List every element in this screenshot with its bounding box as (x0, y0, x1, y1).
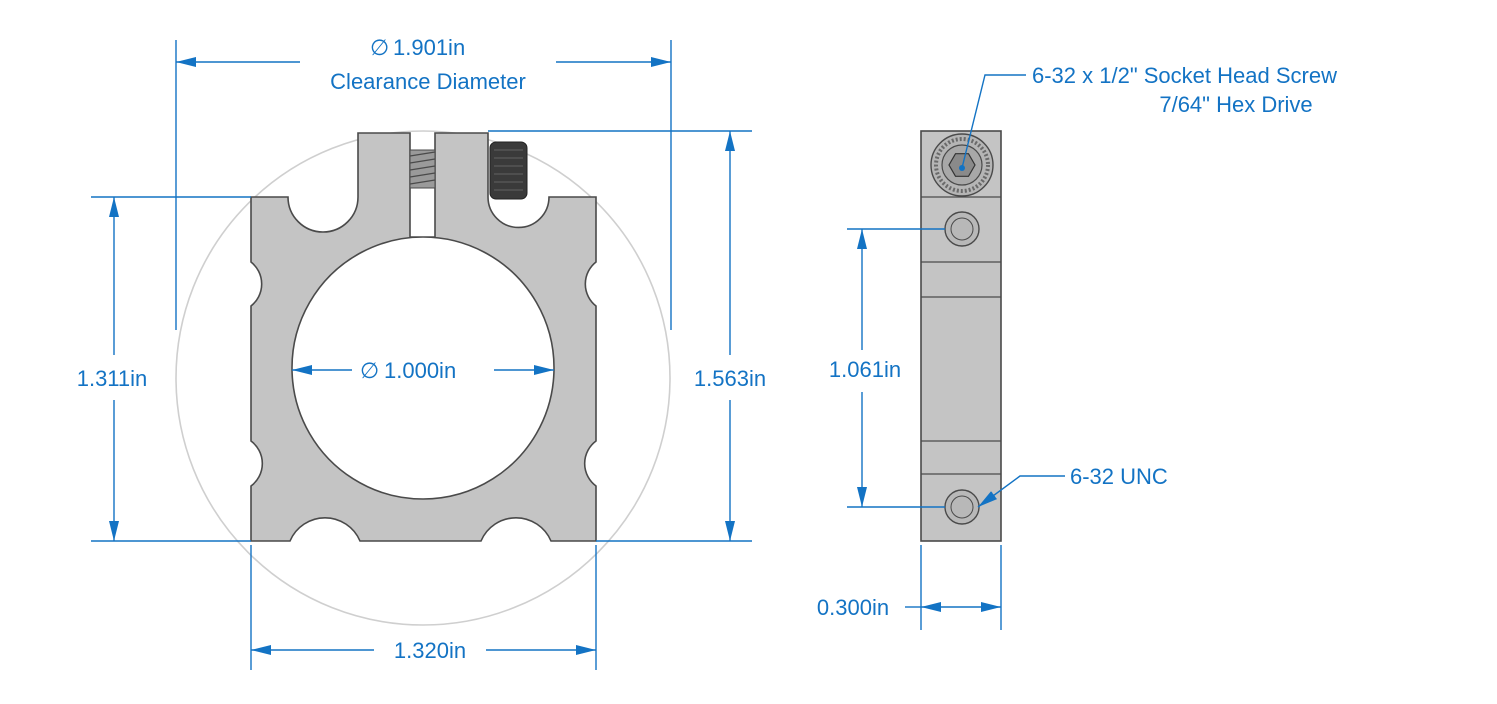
screw-callout-line2: 7/64" Hex Drive (1159, 92, 1312, 117)
bore-diameter-symbol: ∅ (360, 358, 379, 383)
dimension-hole-spacing: 1.061in (829, 228, 945, 508)
screw-callout: 6-32 x 1/2" Socket Head Screw 7/64" Hex … (961, 63, 1337, 169)
dimension-body-height: 1.311in (77, 196, 251, 542)
side-view-body (920, 130, 1002, 542)
socket-head-screw (489, 141, 528, 200)
thread-callout-text: 6-32 UNC (1070, 464, 1168, 489)
thickness-value: 0.300in (817, 595, 889, 620)
dimension-width: 1.320in (250, 545, 597, 670)
side-hole-top (944, 211, 980, 247)
body-height-value: 1.311in (77, 366, 148, 391)
dimension-overall-height: 1.563in (488, 130, 766, 542)
clearance-circle (175, 130, 671, 626)
bore-diameter-value: 1.000in (384, 358, 456, 383)
clamp-body (250, 132, 597, 542)
overall-height-value: 1.563in (694, 366, 766, 391)
thread-callout: 6-32 UNC (977, 464, 1168, 508)
side-hole-bottom (944, 489, 980, 525)
clearance-diameter-symbol: ∅ (370, 35, 389, 60)
width-value: 1.320in (394, 638, 466, 663)
screw-head-top-view (930, 133, 994, 197)
hole-spacing-value: 1.061in (829, 357, 901, 382)
clearance-diameter-label: Clearance Diameter (330, 69, 526, 94)
screw-callout-line1: 6-32 x 1/2" Socket Head Screw (1032, 63, 1337, 88)
dimension-bore-diameter: ∅ 1.000in (292, 358, 554, 383)
dimension-thickness: 0.300in (817, 545, 1002, 630)
dimension-clearance-diameter: ∅ 1.901in Clearance Diameter (175, 35, 672, 330)
clearance-diameter-value: 1.901in (393, 35, 465, 60)
clamp-screw-thread (409, 149, 436, 189)
